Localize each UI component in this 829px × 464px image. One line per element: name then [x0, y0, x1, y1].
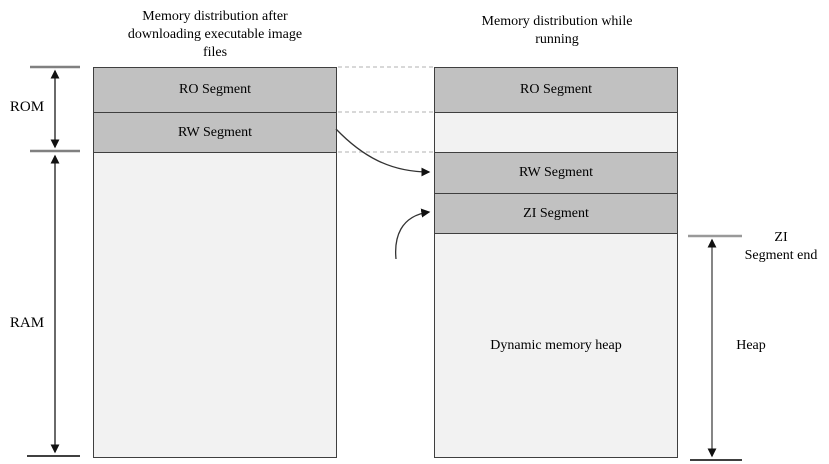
memory-column-running: RO Segment RW Segment ZI Segment Dynamic… — [434, 67, 678, 458]
zi-segment-running: ZI Segment — [435, 194, 677, 234]
rw-segment-running: RW Segment — [435, 153, 677, 194]
rw-segment-label: RW Segment — [177, 124, 253, 140]
alignment-dashed-lines — [338, 66, 433, 153]
ram-label: RAM — [9, 315, 45, 331]
rw-segment-label: RW Segment — [518, 165, 594, 180]
zi-segment-label: ZI Segment — [523, 205, 589, 221]
ro-segment-download: RO Segment — [94, 68, 336, 113]
left-column-title: Memory distribution after downloading ex… — [127, 9, 303, 60]
rw-segment-download: RW Segment — [94, 113, 336, 153]
rw-copy-arrow — [335, 128, 431, 177]
heap-label: Heap — [736, 338, 766, 353]
ro-segment-running: RO Segment — [435, 68, 677, 113]
zi-segment-end-label: ZI Segment end — [744, 230, 818, 263]
right-column-title: Memory distribution while running — [481, 14, 633, 47]
ram-range-bracket — [27, 154, 80, 457]
dynamic-memory-heap-area: Dynamic memory heap — [435, 234, 677, 457]
unused-ram-area — [94, 153, 336, 457]
ro-segment-label: RO Segment — [520, 82, 592, 97]
zi-segment-arrow — [395, 208, 431, 260]
gap-area — [435, 113, 677, 153]
dynamic-memory-heap-label: Dynamic memory heap — [490, 337, 622, 353]
ro-segment-label: RO Segment — [179, 82, 251, 97]
memory-column-download: RO Segment RW Segment — [93, 67, 337, 458]
rom-label: ROM — [9, 99, 45, 115]
